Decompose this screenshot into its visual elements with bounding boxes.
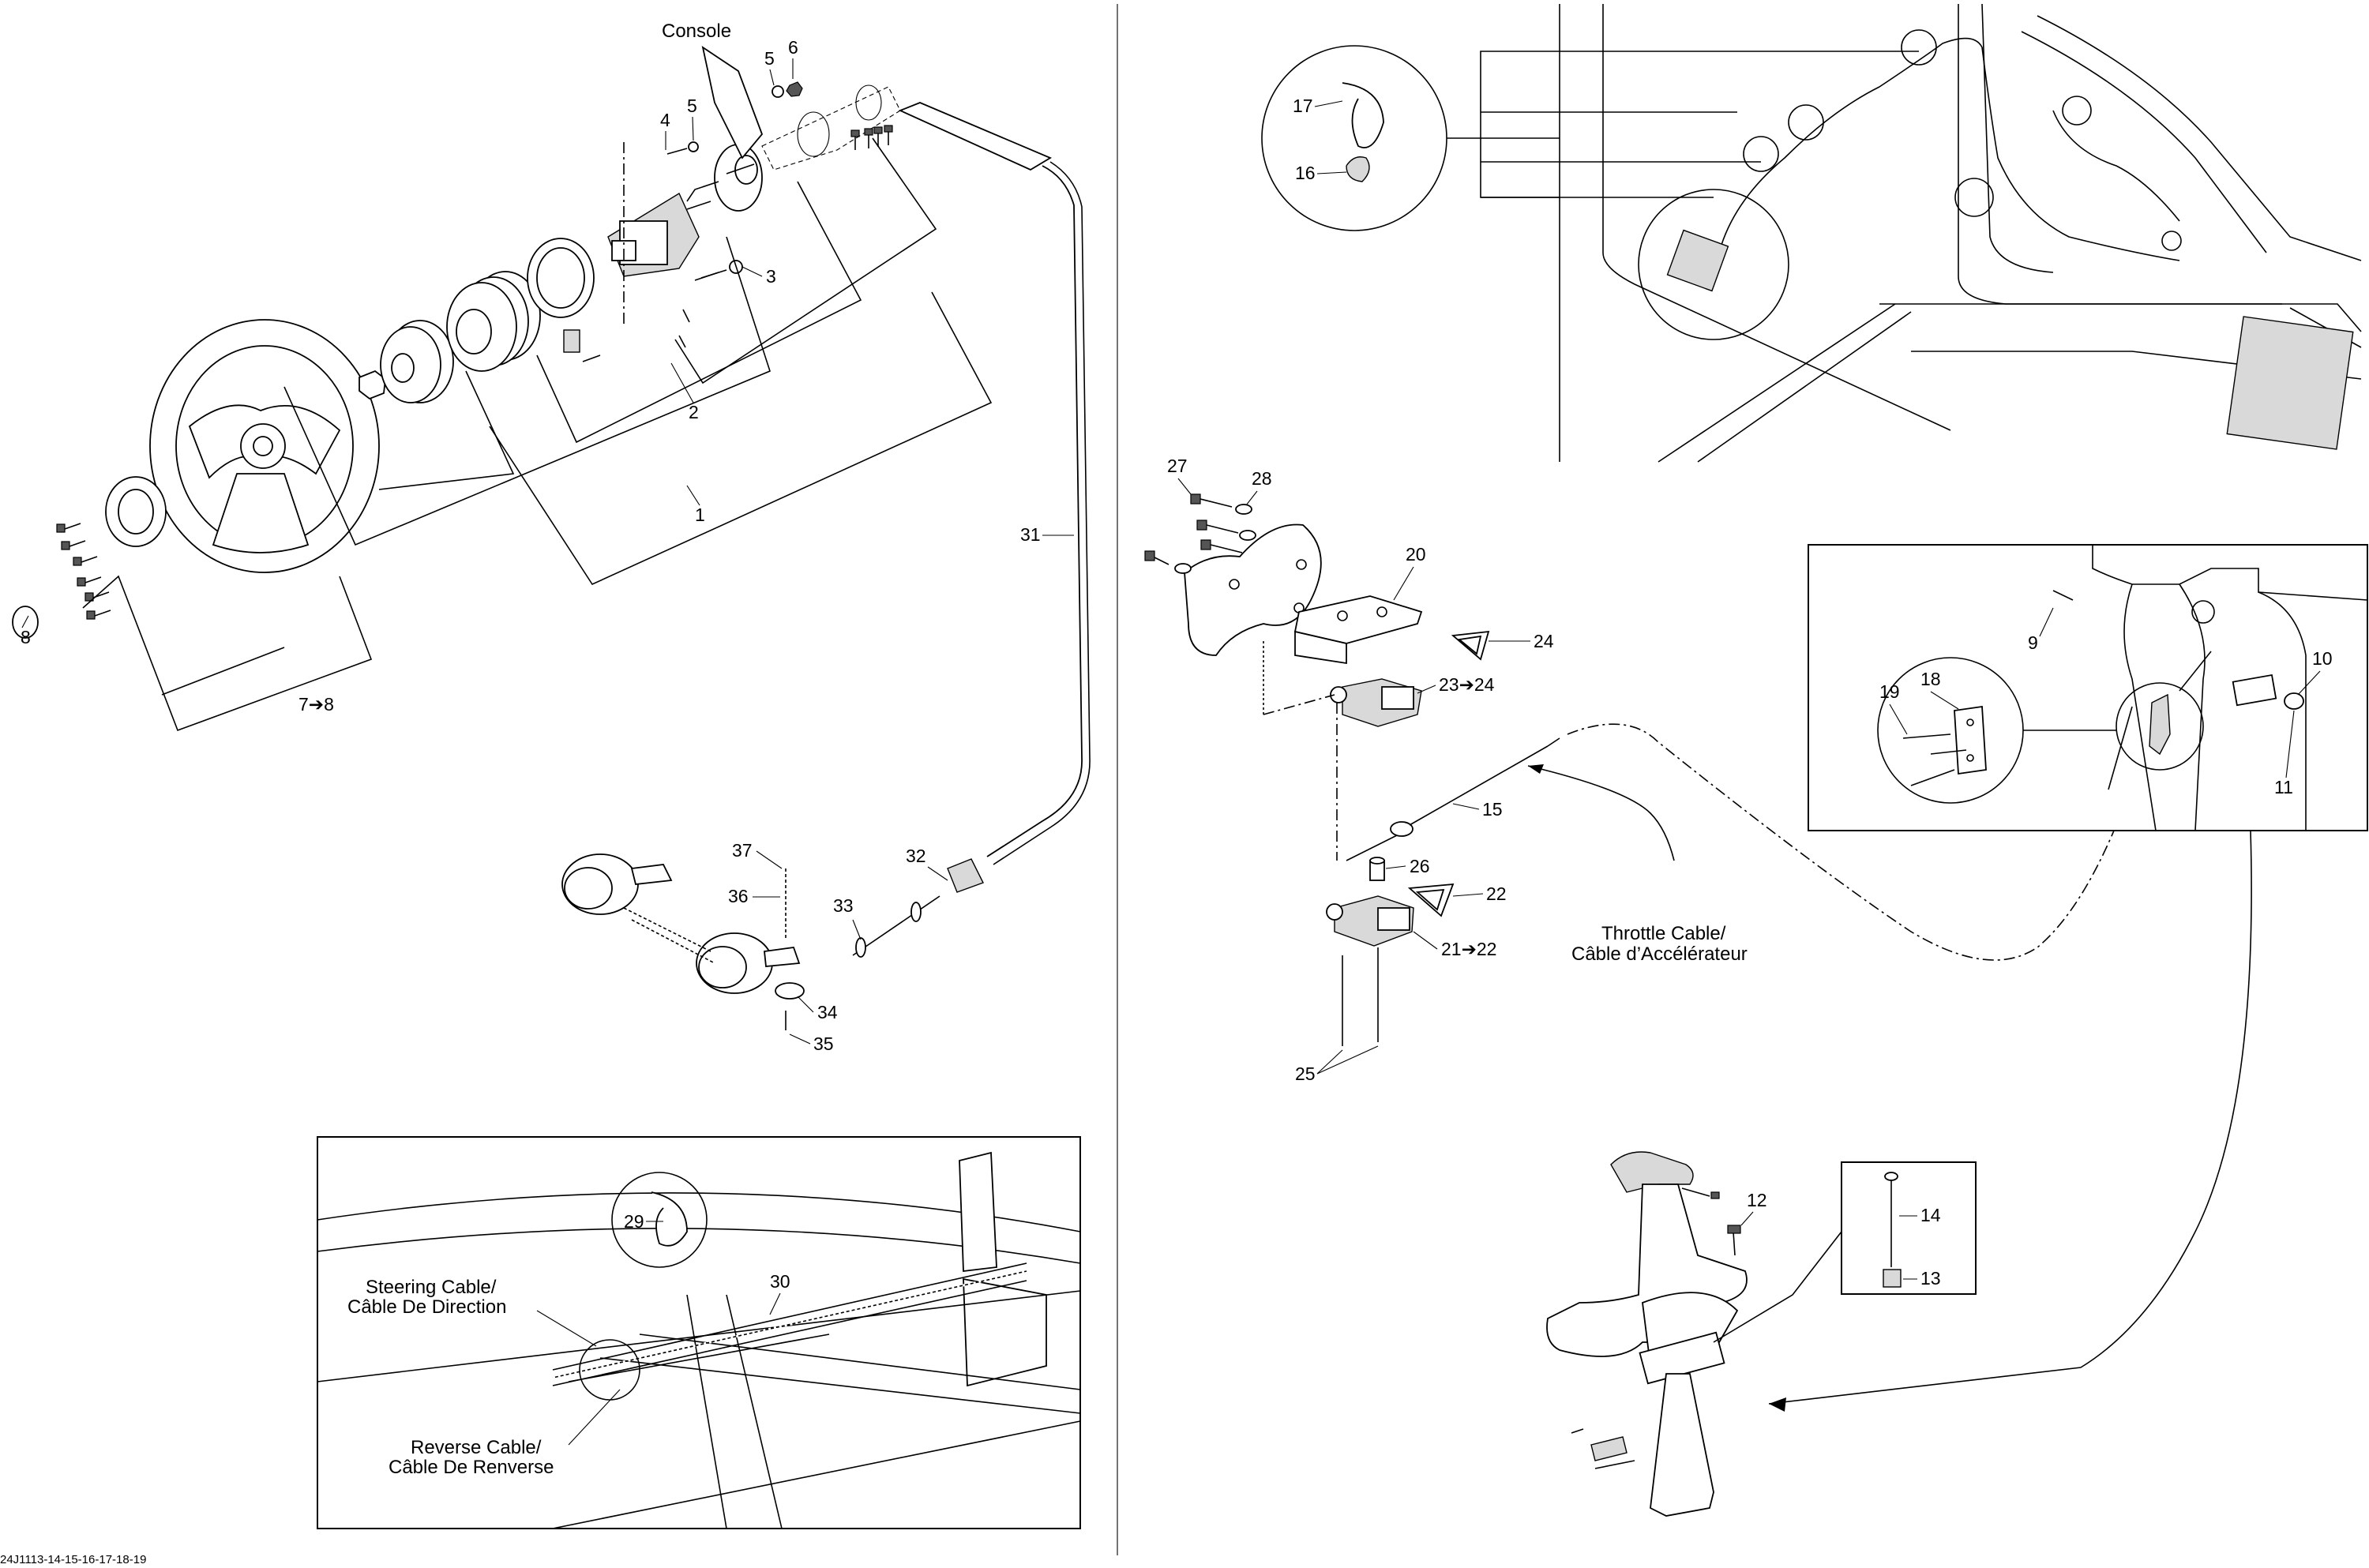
- lever-detail-inset: [1808, 544, 2368, 831]
- callout-1: 1: [695, 505, 705, 525]
- cable-routing-inset: [317, 1136, 1081, 1529]
- bracket-1-inner: [674, 137, 937, 384]
- callout-31: 31: [1020, 524, 1041, 545]
- callout-27: 27: [1167, 456, 1188, 476]
- bracket-7: [82, 575, 373, 732]
- throttle-lever: [1546, 1151, 1748, 1517]
- callout-7-8: 7➔8: [298, 694, 334, 715]
- shroud: [527, 238, 595, 318]
- clip-detail-circle: [611, 1172, 708, 1268]
- callout-14: 14: [1920, 1205, 1941, 1225]
- callout-37: 37: [732, 840, 753, 861]
- mount-flange: [686, 144, 763, 212]
- callout-32: 32: [906, 846, 926, 866]
- reverse-cable-label-2: Câble De Renverse: [389, 1457, 554, 1478]
- callout-10: 10: [2312, 648, 2333, 669]
- bracket-1-hub: [378, 370, 515, 490]
- hub-adapter: [380, 320, 454, 403]
- callout-9: 9: [2028, 632, 2038, 653]
- callout-8: 8: [21, 627, 31, 647]
- callout-6: 6: [788, 37, 798, 58]
- steering-assembly: [12, 46, 993, 732]
- bracket-1-main: [489, 291, 993, 586]
- clip: [563, 329, 580, 353]
- callout-3: 3: [766, 266, 776, 287]
- callout-5a: 5: [764, 48, 775, 69]
- callout-25: 25: [1295, 1063, 1316, 1084]
- callout-16: 16: [1295, 163, 1316, 183]
- steering-wheel: [149, 319, 380, 573]
- callout-29: 29: [624, 1211, 644, 1232]
- bracket-1-outer: [283, 236, 771, 546]
- throttle-mechanism: [1144, 493, 1560, 1046]
- throttle-cable-label-1: Throttle Cable/: [1601, 923, 1726, 944]
- callout-26: 26: [1410, 856, 1430, 876]
- console-panel: [701, 46, 764, 159]
- steering-cable-label-1: Steering Cable/: [366, 1277, 497, 1298]
- console-label: Console: [662, 21, 731, 42]
- washer-5a: [688, 141, 699, 152]
- reverse-cable-label-1: Reverse Cable/: [411, 1437, 542, 1458]
- clip-detail-16-17: [1261, 45, 1919, 231]
- callout-18: 18: [1920, 669, 1941, 689]
- callout-13: 13: [1920, 1268, 1941, 1289]
- callout-19: 19: [1879, 681, 1900, 702]
- throttle-cable-route: [1567, 723, 2125, 961]
- callout-11: 11: [2274, 777, 2293, 797]
- callout-12: 12: [1747, 1190, 1767, 1210]
- callout-22: 22: [1486, 883, 1507, 904]
- throttle-cable-label-2: Câble d’Accélérateur: [1571, 943, 1748, 965]
- shaft-screws: [850, 125, 893, 150]
- callout-15: 15: [1482, 799, 1503, 820]
- wheel-bolts: [56, 523, 111, 620]
- callout-21-22: 21➔22: [1441, 939, 1496, 959]
- washer-5b: [772, 85, 784, 98]
- helm-housing: [607, 142, 700, 324]
- callout-20: 20: [1406, 544, 1426, 565]
- steering-cable-label-2: Câble De Direction: [347, 1296, 506, 1318]
- callout-35: 35: [813, 1033, 834, 1054]
- tie-wrap-box: [1713, 1161, 1977, 1343]
- callout-17: 17: [1293, 96, 1313, 116]
- throttle-routing-view: [1559, 3, 2362, 463]
- callout-2: 2: [689, 402, 699, 422]
- wheel-nut: [359, 369, 386, 400]
- nut-6: [786, 81, 803, 97]
- callout-30: 30: [770, 1271, 790, 1292]
- footer-code: 24J1113-14-15-16-17-18-19: [0, 1553, 146, 1566]
- callout-24: 24: [1534, 631, 1554, 651]
- bracket-1-mid: [536, 181, 862, 444]
- callout-28: 28: [1252, 468, 1272, 489]
- callout-4: 4: [660, 110, 670, 130]
- callout-33: 33: [833, 895, 854, 916]
- steering-cable: [898, 102, 1091, 865]
- spacer-stack: [446, 271, 541, 372]
- callout-23-24: 23➔24: [1439, 674, 1495, 695]
- callout-36: 36: [728, 886, 749, 906]
- callout-34: 34: [817, 1002, 838, 1022]
- cable-end-assembly: [561, 853, 984, 1030]
- callout-5b: 5: [687, 96, 697, 116]
- bolt-4: [666, 148, 688, 155]
- horn-plate: [105, 476, 167, 547]
